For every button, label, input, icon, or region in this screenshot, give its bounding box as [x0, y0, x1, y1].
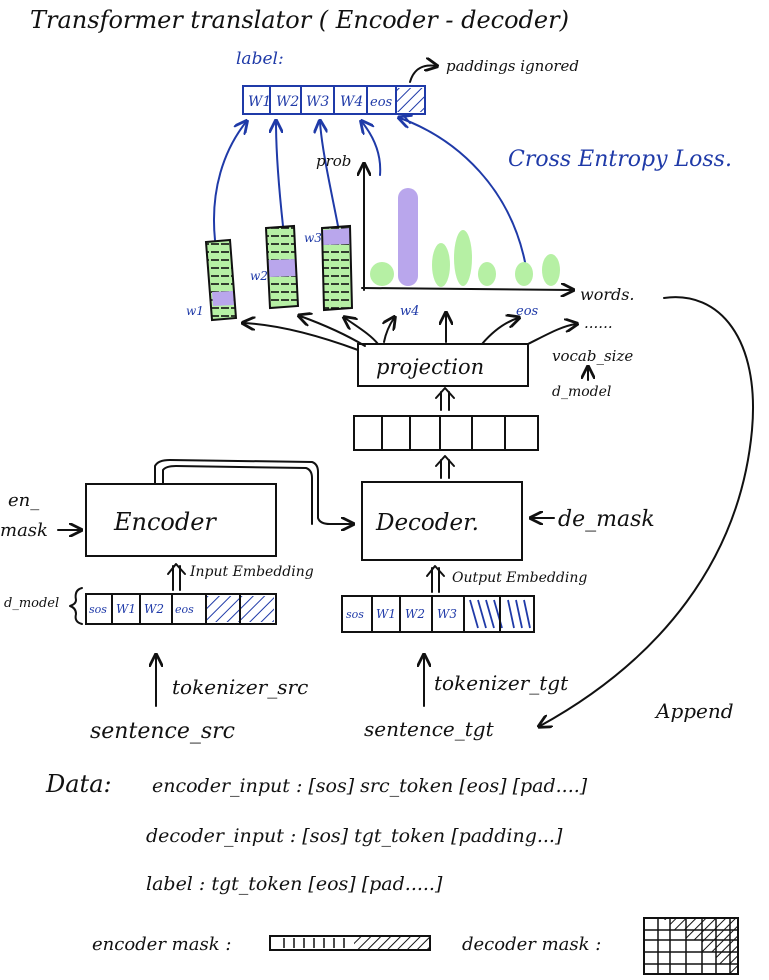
decoder-output-vector [353, 415, 539, 451]
prob-blob-7 [542, 254, 560, 286]
tokenizer-src-label: tokenizer_src [172, 675, 308, 699]
prob-x-label: words. [580, 285, 635, 304]
encoder-token-w2: W2 [144, 602, 164, 616]
encoder-label: Encoder [113, 508, 217, 536]
dist-label-w1: w1 [186, 304, 204, 318]
decoder-token-strip: sos W1 W2 W3 [341, 595, 535, 633]
decoder-token-sos: sos [346, 608, 364, 621]
encoder-d-model-label: d_model [4, 596, 59, 611]
label-token-w1: W1 [248, 94, 271, 110]
prob-tick-w4: w4 [400, 304, 419, 319]
encoder-token-eos: eos [175, 603, 194, 616]
decoder-embedding-arrow: Output Embedding [426, 565, 587, 593]
append-label: Append [654, 699, 734, 723]
double-arrow-to-vector [435, 455, 455, 479]
prob-blob-3 [432, 243, 450, 287]
label-token-w2: W2 [276, 94, 299, 110]
label-token-w3: W3 [306, 94, 329, 110]
encoder-token-strip: sos W1 W2 eos [85, 593, 277, 625]
data-header: Data: [45, 770, 112, 798]
prob-blob-w4 [398, 188, 418, 286]
projection-d-model: d_model [552, 384, 611, 400]
sentence-tgt: sentence_tgt [364, 717, 495, 741]
dist-bar-w2 [264, 224, 300, 310]
append-loop-arrow [540, 296, 754, 726]
label-token-w4: W4 [340, 94, 363, 110]
encoder-mask-label-2: mask [0, 520, 48, 541]
prob-blob-6 [515, 262, 533, 286]
projection-vocab-size: vocab_size [552, 347, 633, 365]
encoder-d-model-brace [69, 587, 83, 625]
decoder-mask-label: de_mask [558, 507, 655, 532]
label-heading: label: [236, 49, 284, 69]
dist-label-w3: w3 [304, 231, 322, 245]
decoder-token-w2: W2 [405, 607, 425, 621]
decoder-label: Decoder. [375, 510, 479, 536]
prob-plot: prob words. w4 eos [316, 152, 635, 319]
loss-text: Cross Entropy Loss. [508, 147, 732, 172]
loss-arrows [213, 116, 526, 263]
decoder-token-w1: W1 [376, 607, 396, 621]
prob-y-label: prob [316, 152, 351, 170]
decoder-embedding-label: Output Embedding [452, 570, 587, 586]
decoder-mask-legend-label: decoder mask : [462, 934, 601, 955]
projection-label: projection [376, 355, 484, 379]
vocab-more-dots: ...... [584, 314, 613, 332]
projection-block: projection vocab_size d_model [357, 343, 633, 400]
prob-x-axis [361, 288, 572, 290]
projection-output-arrows [244, 314, 576, 351]
data-section: Data: encoder_input : [sos] src_token [e… [45, 770, 588, 895]
tokenizer-tgt-label: tokenizer_tgt [434, 671, 569, 695]
title: Transformer translator ( Encoder - decod… [30, 6, 569, 34]
dist-bar-w3 [320, 224, 354, 312]
encoder-block: Encoder [85, 483, 277, 557]
paddings-arrow [409, 66, 436, 83]
data-line-decoder-input: decoder_input : [sos] tgt_token [padding… [146, 825, 563, 847]
encoder-token-w1: W1 [116, 602, 136, 616]
paddings-note: paddings ignored [446, 57, 579, 75]
label-token-strip: W1 W2 W3 W4 eos [242, 85, 426, 115]
encoder-mask-legend-label: encoder mask : [92, 934, 231, 955]
encoder-mask-glyph [269, 935, 431, 951]
encoder-mask-label-1: en_ [8, 490, 39, 511]
data-line-encoder-input: encoder_input : [sos] src_token [eos] [p… [152, 775, 588, 797]
prob-blob-4 [454, 230, 472, 286]
encoder-token-sos: sos [89, 603, 107, 616]
prob-blob-5 [478, 262, 496, 286]
prob-tick-eos: eos [516, 304, 539, 319]
prob-blob-1 [370, 262, 394, 286]
dist-bar-w1 [204, 238, 238, 322]
decoder-mask-glyph [643, 917, 739, 975]
label-token-eos: eos [370, 95, 393, 110]
encoder-embedding-label: Input Embedding [189, 564, 314, 580]
decoder-token-w3: W3 [437, 607, 457, 621]
dist-label-w2: w2 [250, 269, 268, 283]
sentence-src: sentence_src [90, 719, 235, 744]
double-arrow-to-projection [435, 387, 455, 411]
encoder-to-decoder-arrow [154, 459, 352, 524]
encoder-embedding-arrow: Input Embedding [167, 563, 314, 591]
data-line-label: label : tgt_token [eos] [pad.....] [146, 873, 443, 895]
decoder-block: Decoder. [361, 481, 523, 561]
